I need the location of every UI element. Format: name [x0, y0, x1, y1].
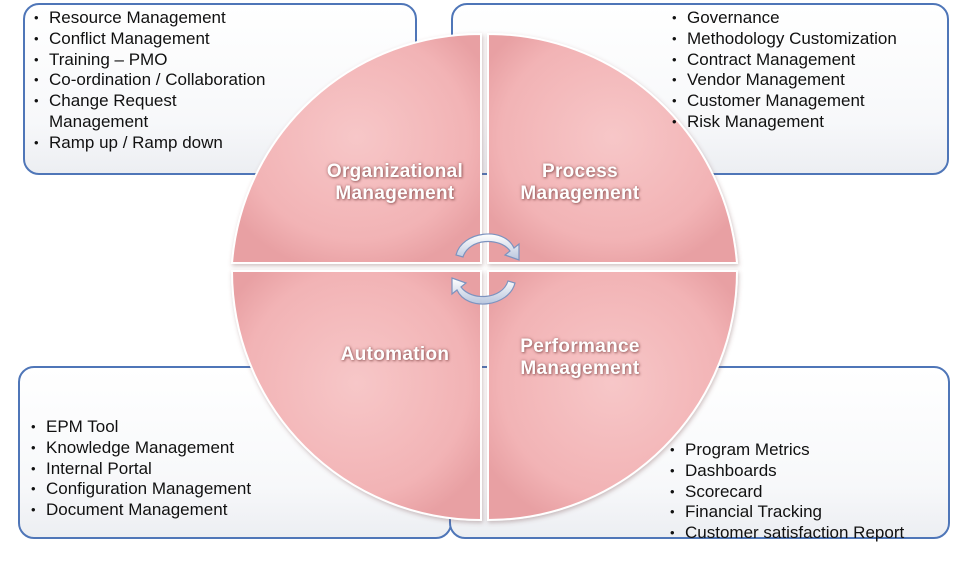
- list-item: Financial Tracking: [670, 502, 970, 523]
- automation-label: Automation: [340, 344, 450, 365]
- list-item: Dashboards: [670, 461, 970, 482]
- list-item-continuation: Management: [49, 111, 149, 131]
- process-items-list: Governance Methodology Customization Con…: [672, 8, 962, 133]
- list-item: Contract Management: [672, 50, 962, 71]
- performance-items-list: Program Metrics Dashboards Scorecard Fin…: [670, 440, 970, 544]
- list-item: Program Metrics: [670, 440, 970, 461]
- list-item: Configuration Management: [31, 479, 351, 500]
- list-item: EPM Tool: [31, 417, 351, 438]
- list-item: Customer Management: [672, 91, 962, 112]
- organizational-management-label: Organizational Management: [326, 161, 464, 204]
- quadrant-performance: [487, 270, 739, 522]
- organizational-items-list: Resource Management Conflict Management …: [34, 8, 314, 154]
- list-item: Customer satisfaction Report: [670, 523, 970, 544]
- list-item: Change Request: [34, 91, 314, 112]
- list-item: Ramp up / Ramp down: [34, 133, 314, 154]
- list-item: Risk Management: [672, 112, 962, 133]
- list-item: Governance: [672, 8, 962, 29]
- list-item: Internal Portal: [31, 459, 351, 480]
- list-item: Document Management: [31, 500, 351, 521]
- cycle-arrows-icon: [451, 233, 520, 305]
- list-item: Co-ordination / Collaboration: [34, 70, 314, 91]
- list-item: Methodology Customization: [672, 29, 962, 50]
- automation-items-list: EPM Tool Knowledge Management Internal P…: [31, 417, 351, 521]
- list-item: Vendor Management: [672, 70, 962, 91]
- performance-management-label: Performance Management: [520, 336, 640, 379]
- list-item: Scorecard: [670, 482, 970, 503]
- list-item: Resource Management: [34, 8, 314, 29]
- list-item: Conflict Management: [34, 29, 314, 50]
- process-management-label: Process Management: [520, 161, 640, 204]
- list-item: Training – PMO: [34, 50, 314, 71]
- quadrant-process: [487, 32, 739, 264]
- list-item: Knowledge Management: [31, 438, 351, 459]
